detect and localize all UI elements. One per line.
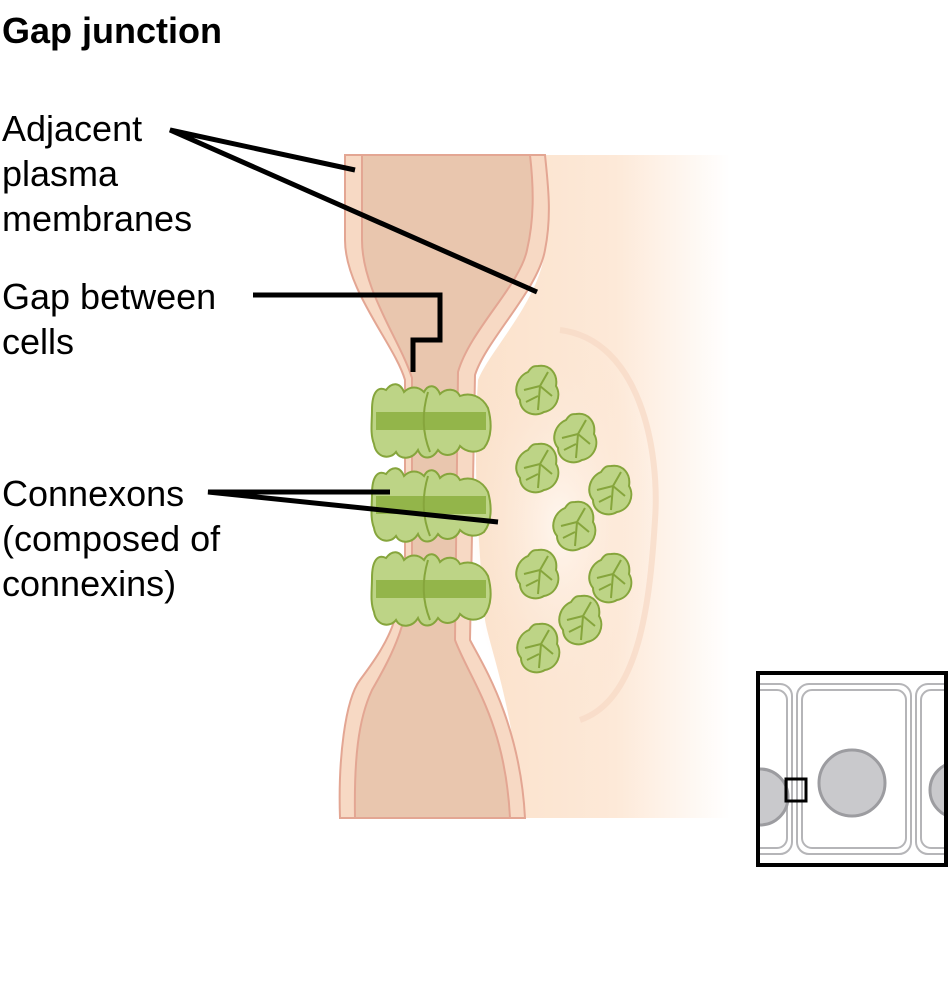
label-connexons: Connexons (composed of connexins)	[2, 473, 221, 604]
connexons-leader	[207, 489, 499, 525]
inset-focus-box	[784, 777, 808, 803]
tissue-inset	[756, 671, 948, 867]
gap-bracket	[253, 292, 443, 372]
leader-lines	[168, 127, 539, 525]
label-gap-between-cells: Gap between cells	[2, 276, 217, 362]
page-title: Gap junction	[2, 10, 222, 51]
connexon-channels	[370, 383, 492, 627]
label-adjacent-plasma-membranes: Adjacent plasma membranes	[2, 108, 193, 239]
membranes-leader	[168, 127, 539, 295]
